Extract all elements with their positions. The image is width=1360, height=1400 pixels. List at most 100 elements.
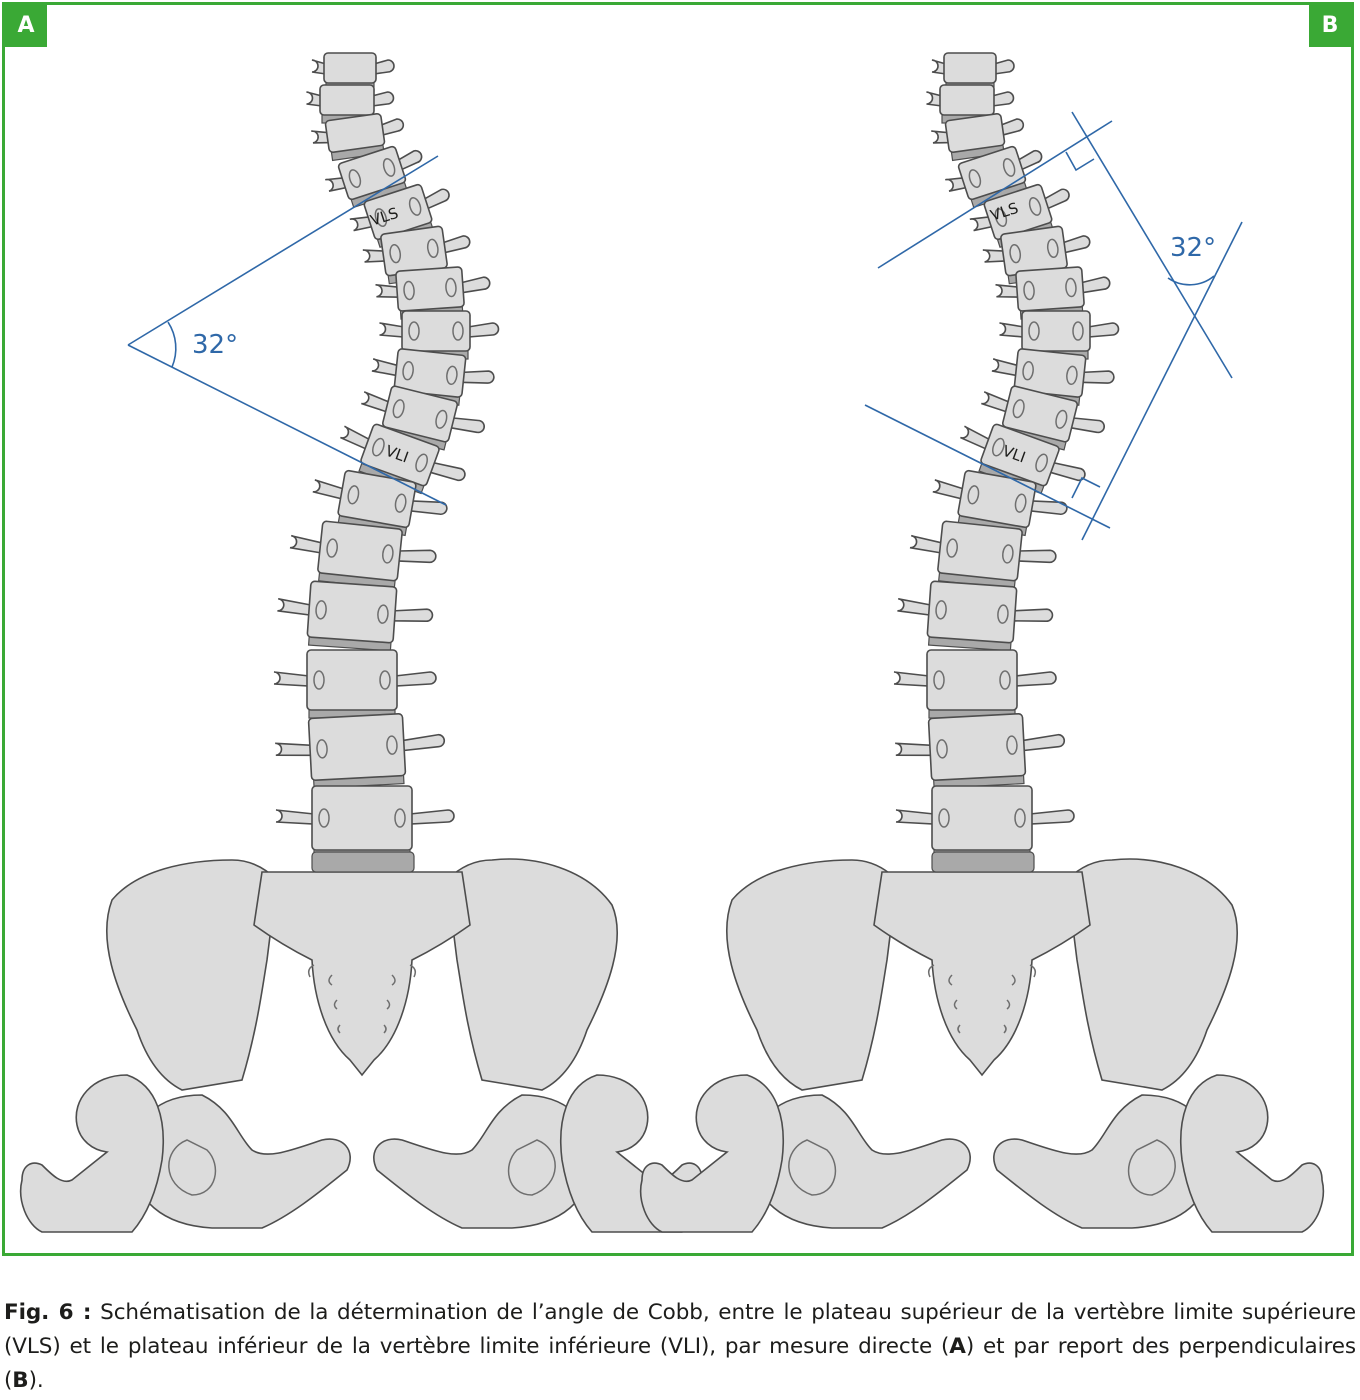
pedicle-oval <box>1022 360 1034 381</box>
transverse-process <box>993 59 1015 75</box>
pedicle-oval <box>1023 280 1035 301</box>
transverse-process <box>991 91 1015 107</box>
vertebral-body <box>944 112 1006 154</box>
caption-ref-a: A <box>949 1334 966 1359</box>
transverse-process <box>396 149 423 172</box>
pedicle-oval <box>1066 365 1078 386</box>
vertebral-body <box>927 712 1027 782</box>
pedicle-oval <box>936 739 948 759</box>
transverse-process <box>371 358 400 377</box>
vli-endplate-line-b <box>864 404 1111 529</box>
transverse-process <box>349 215 375 232</box>
transverse-process <box>931 130 952 144</box>
transverse-process <box>1016 149 1043 172</box>
transverse-process <box>277 598 313 617</box>
transverse-process <box>325 176 349 192</box>
transverse-process <box>275 742 314 757</box>
vertebral-body <box>1021 310 1091 352</box>
angle-arc-a <box>167 321 177 368</box>
vertebral-body <box>926 649 1018 711</box>
pedicle-oval <box>452 321 464 341</box>
transverse-process <box>1016 549 1057 564</box>
pedicle-oval <box>402 360 414 381</box>
pedicle-oval <box>394 808 406 828</box>
vertebral-body <box>324 112 386 154</box>
cobb-angle-label-a: 32° <box>192 330 238 360</box>
transverse-process <box>895 809 935 825</box>
vertebral-body <box>306 649 398 711</box>
transverse-process <box>969 215 995 232</box>
vertebral-body <box>931 785 1033 851</box>
spine-b <box>893 52 1120 873</box>
transverse-process <box>1068 416 1105 434</box>
pedicle-oval <box>347 485 360 505</box>
spine-a <box>273 52 500 873</box>
caption-fig-label: Fig. 6 : <box>4 1300 92 1325</box>
transverse-process <box>427 461 466 482</box>
transverse-process <box>441 235 471 254</box>
transverse-process <box>306 91 323 107</box>
pedicle-oval <box>326 538 338 558</box>
transverse-process <box>448 416 485 434</box>
panel-tag-b: B <box>1309 5 1351 47</box>
transverse-process <box>273 671 310 687</box>
transverse-process <box>945 176 969 192</box>
pedicle-oval <box>933 670 945 690</box>
pedicle-oval <box>994 208 1008 228</box>
vertebra <box>275 785 455 859</box>
vertebral-body <box>926 580 1018 644</box>
vertebra <box>275 712 446 789</box>
panel-b-illustration: 32° VLS VLI <box>639 52 1325 1233</box>
transverse-process <box>1028 500 1068 515</box>
vls-endplate-line-a <box>127 155 439 346</box>
transverse-process <box>379 322 405 338</box>
transverse-process <box>932 479 966 500</box>
vertebral-body <box>306 580 398 644</box>
vertebra <box>945 145 1043 209</box>
transverse-process <box>391 608 434 622</box>
caption-text-1: Schématisation de la détermination de l’… <box>4 1300 1356 1359</box>
vertebral-body <box>395 266 465 312</box>
caption-ref-b: B <box>12 1368 29 1393</box>
pedicle-oval <box>997 604 1009 624</box>
transverse-process <box>909 534 944 554</box>
transverse-process <box>394 671 437 687</box>
transverse-process <box>467 322 500 338</box>
pedicle-oval <box>946 538 958 558</box>
vertebral-body <box>323 52 377 84</box>
pedicle-oval <box>392 399 405 419</box>
transverse-process <box>422 188 450 211</box>
vertebral-body <box>939 84 995 116</box>
pedicle-oval <box>1065 277 1077 298</box>
vertebral-body <box>311 785 413 851</box>
right-angle-mark-lower-b <box>1071 476 1101 499</box>
pedicle-oval <box>1009 243 1022 264</box>
transverse-process <box>995 283 1021 298</box>
pedicle-oval <box>408 321 420 341</box>
vertebra <box>311 112 405 162</box>
vertebra <box>289 520 437 590</box>
transverse-process <box>1087 322 1120 338</box>
transverse-process <box>459 276 491 294</box>
figure-caption: Fig. 6 : Schématisation de la déterminat… <box>4 1296 1356 1398</box>
transverse-process <box>379 118 405 137</box>
pedicle-oval <box>1014 493 1027 513</box>
transverse-process <box>895 742 934 757</box>
vertebral-body <box>360 423 440 487</box>
transverse-process <box>960 425 992 451</box>
pelvis-a <box>19 858 705 1233</box>
pedicle-oval <box>348 169 362 189</box>
pedicle-oval <box>313 670 325 690</box>
pedicle-oval <box>1002 544 1014 564</box>
transverse-process <box>1011 608 1054 622</box>
panel-a-illustration: 32° VLS VLI <box>19 52 705 1233</box>
pedicle-oval <box>967 485 980 505</box>
vertebra <box>277 580 434 652</box>
vertebra <box>909 520 1057 590</box>
transverse-process <box>373 59 395 75</box>
vli-endplate-line-a <box>127 344 447 506</box>
pedicle-oval <box>968 169 982 189</box>
transverse-process <box>931 59 947 75</box>
transverse-process <box>1080 370 1115 384</box>
pedicle-oval <box>1028 321 1040 341</box>
